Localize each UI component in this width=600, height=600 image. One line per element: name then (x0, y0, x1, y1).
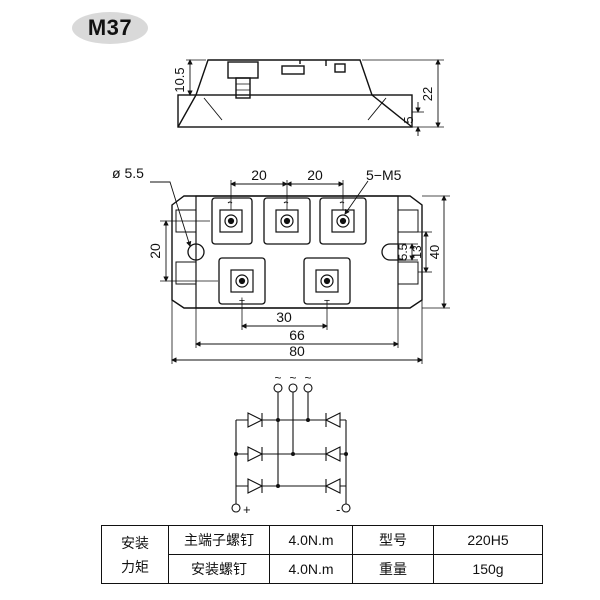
dc-plus-label: + (243, 502, 251, 517)
model-param-value: 220H5 (433, 525, 543, 555)
mount-slot-right (381, 243, 406, 261)
model-label: M37 (87, 15, 133, 40)
terminal-block-ac1 (211, 197, 253, 245)
dim-side-height: 10.5 (172, 67, 187, 92)
dim-side-total: 22 (420, 87, 435, 101)
side-terminal-stud (235, 77, 251, 99)
model-badge: M37 (72, 12, 148, 44)
circuit-schematic (231, 383, 351, 513)
dim-hole-diameter: ø 5.5 (112, 165, 144, 181)
side-base-plate (177, 94, 413, 128)
dim-slot: 5.5 (396, 243, 410, 260)
terminal-minus-sign: − (324, 295, 330, 307)
weight-param-label: 重量 (352, 554, 434, 584)
terminal-plus-sign: + (239, 295, 245, 307)
dim-left-height: 20 (147, 243, 163, 259)
weight-param-value: 150g (433, 554, 543, 584)
ac-terminal-1 (273, 383, 283, 393)
torque-label-cell: 安装 力矩 (101, 525, 169, 584)
spec-table: 安装 力矩 主端子螺钉 4.0N.m 型号 220H5 安装螺钉 4.0N.m … (101, 525, 543, 584)
ac-label-2: ~ (289, 371, 296, 385)
dim-30: 30 (276, 309, 292, 325)
side-view (177, 59, 444, 136)
dim-side-base: 5 (401, 116, 416, 123)
main-terminal-screw-label: 主端子螺钉 (168, 525, 270, 555)
main-terminal-screw-value: 4.0N.m (269, 525, 353, 555)
mount-hole-left (187, 243, 205, 261)
dim-13: 13 (410, 245, 424, 259)
dim-pitch-left: 20 (251, 167, 267, 183)
mount-screw-value: 4.0N.m (269, 554, 353, 584)
top-outline (171, 195, 423, 309)
dc-terminal-minus (341, 503, 351, 513)
torque-label-line2: 力矩 (121, 558, 149, 575)
dim-66: 66 (289, 327, 305, 343)
screw-spec: 5−M5 (366, 167, 402, 183)
dc-minus-label: - (336, 502, 340, 517)
dc-terminal-plus (231, 503, 241, 513)
model-param-label: 型号 (352, 525, 434, 555)
spec-row-2: 安装螺钉 4.0N.m 重量 150g (102, 554, 543, 584)
dim-80: 80 (289, 343, 305, 359)
torque-label-line1: 安装 (121, 534, 149, 551)
mount-screw-label: 安装螺钉 (168, 554, 270, 584)
side-housing (195, 59, 373, 96)
dim-pitch-right: 20 (307, 167, 323, 183)
ac-terminal-3 (303, 383, 313, 393)
technical-drawing: 10.5 22 5 (112, 59, 450, 517)
dim-40: 40 (427, 245, 442, 259)
spec-row-1: 安装 力矩 主端子螺钉 4.0N.m 型号 220H5 (101, 525, 543, 584)
ac-label-1: ~ (274, 371, 281, 385)
side-terminal-nut (227, 61, 259, 79)
top-view (150, 180, 450, 364)
ac-label-3: ~ (304, 371, 311, 385)
ac-terminal-2 (288, 383, 298, 393)
